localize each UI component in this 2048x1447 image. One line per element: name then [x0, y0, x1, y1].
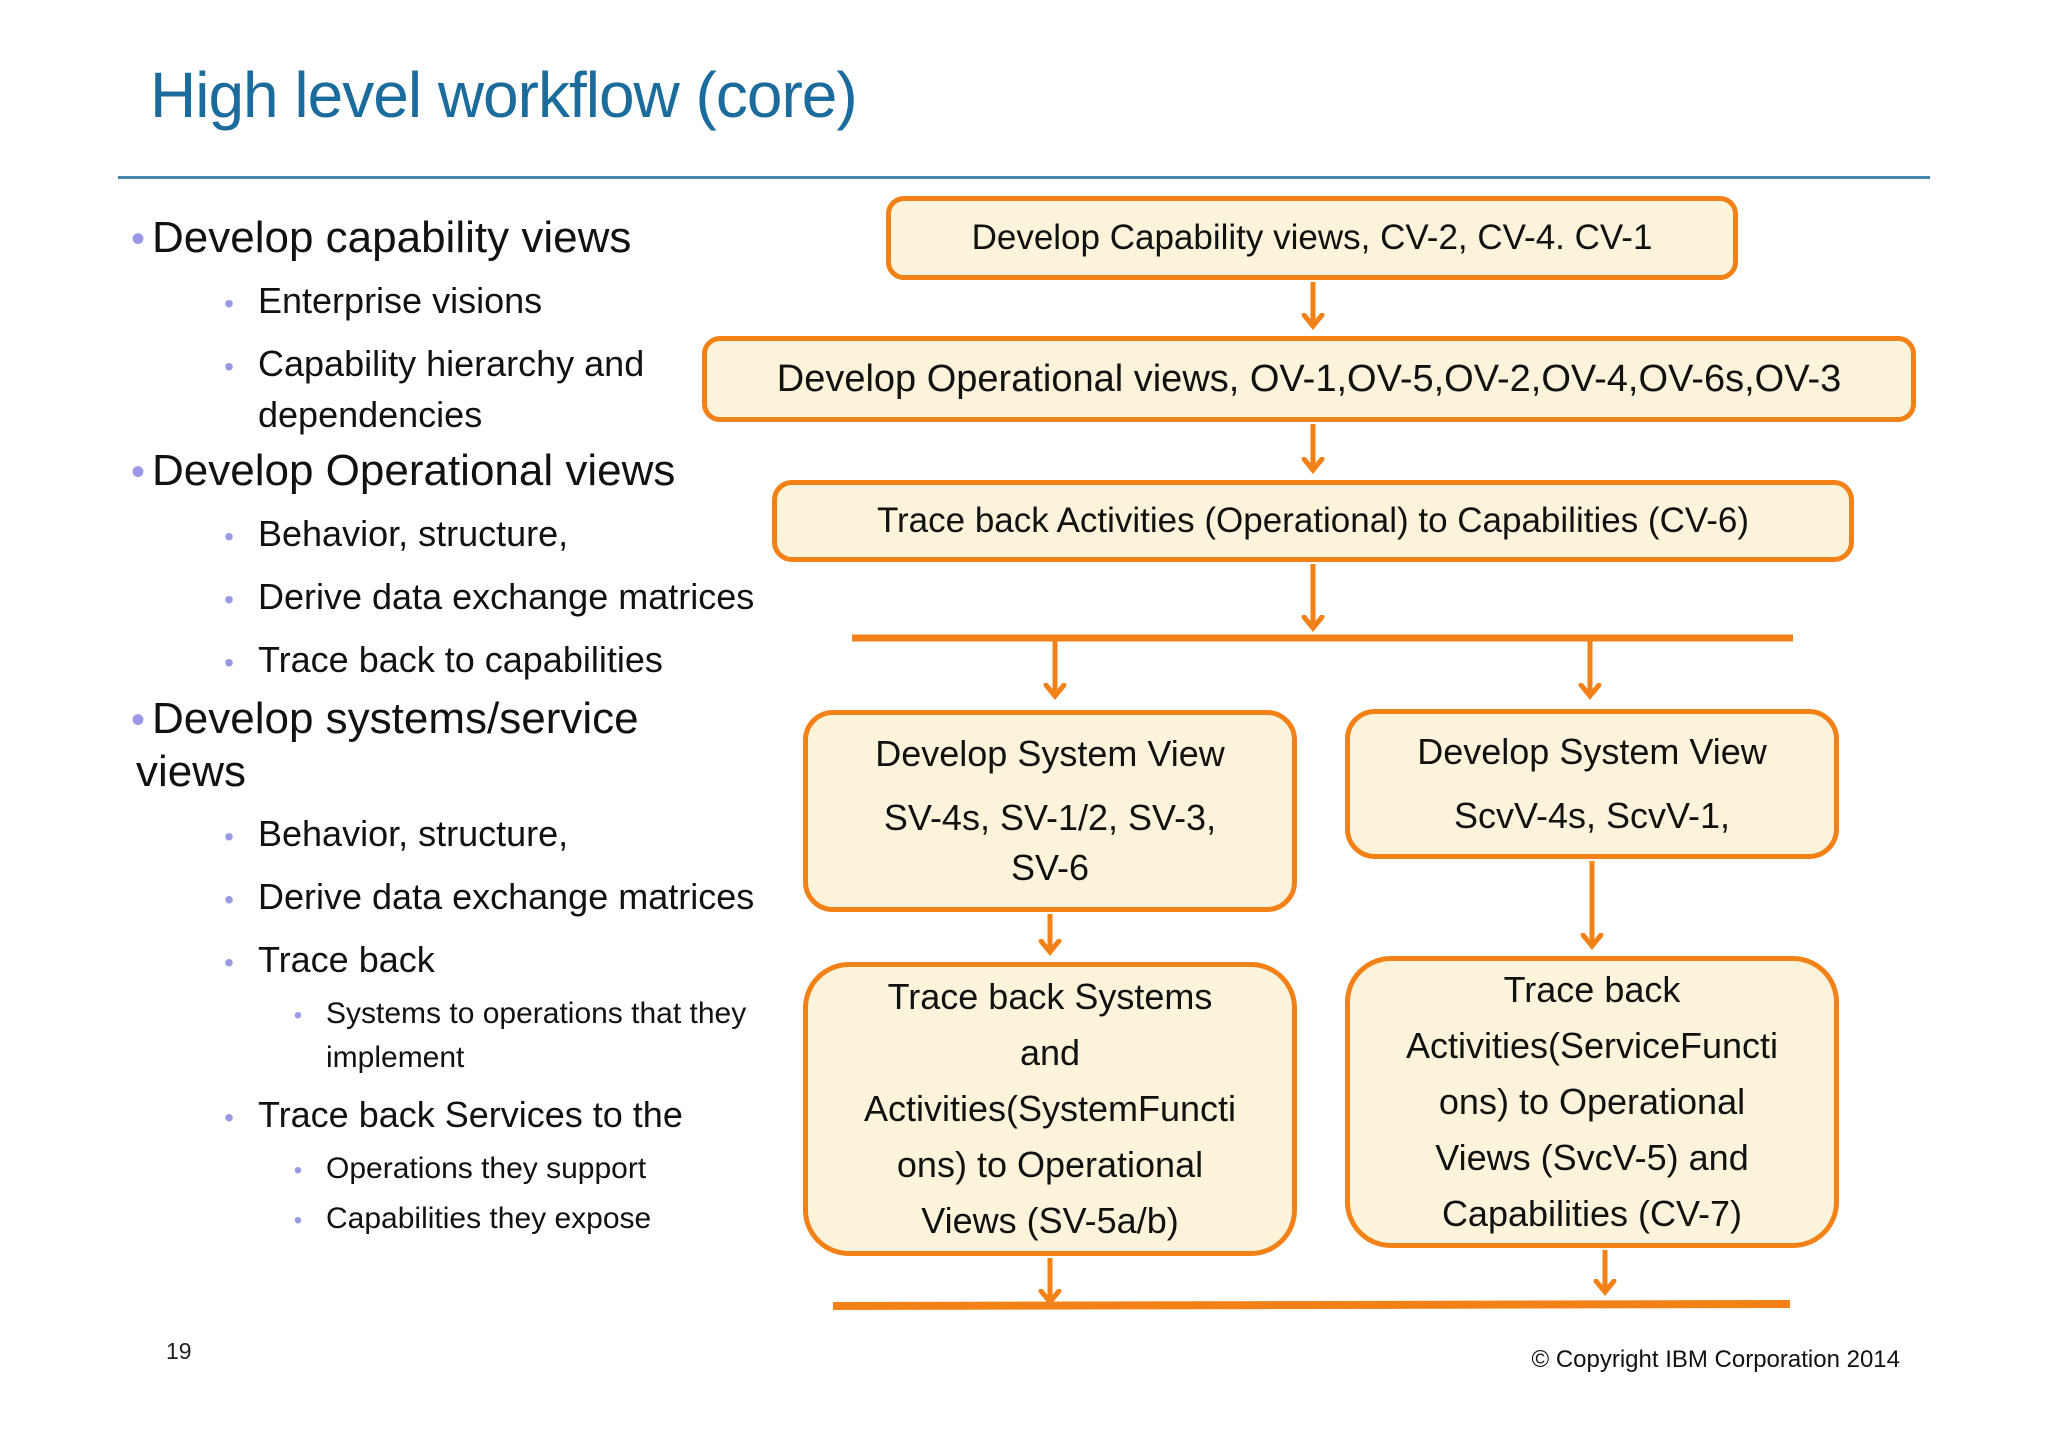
flow-box-text: Views (SV-5a/b) — [921, 1200, 1179, 1241]
outline-text: Behavior, structure, — [258, 513, 569, 554]
outline-text: Develop capability views — [152, 213, 632, 262]
outline-text: Derive data exchange matrices — [258, 576, 755, 617]
flow-box-text: SV-6 — [1010, 847, 1090, 888]
outline-item: • Behavior, structure, — [118, 510, 838, 561]
bullet-icon: • — [224, 647, 234, 678]
copyright-notice: © Copyright IBM Corporation 2014 — [1531, 1346, 1900, 1373]
flow-box-text: Activities(SystemFuncti — [863, 1088, 1237, 1129]
outline-text: Trace back Services to the — [258, 1094, 683, 1135]
outline-item: • Systems to operations that they — [118, 993, 838, 1037]
outline-text: Enterprise visions — [258, 280, 543, 321]
outline-text: Trace back to capabilities — [258, 639, 663, 680]
outline-text: implement — [326, 1041, 465, 1074]
outline-item-continuation: views — [118, 746, 838, 798]
outline-item: •Develop Operational views — [118, 445, 838, 498]
bullet-icon: • — [224, 584, 234, 615]
flow-box-text: ons) to Operational — [1438, 1081, 1746, 1122]
page-number: 19 — [166, 1338, 192, 1364]
title-divider — [118, 176, 1930, 179]
flow-box-text: Develop Capability views, CV-2, CV-4. CV… — [971, 218, 1653, 257]
flow-box-text: Trace back — [1503, 969, 1681, 1010]
outline-text: Derive data exchange matrices — [258, 876, 755, 917]
flow-box-develop-capability-views: Develop Capability views, CV-2, CV-4. CV… — [886, 196, 1738, 280]
outline-text: Capabilities they expose — [326, 1202, 652, 1235]
outline-item: •Develop systems/service — [118, 693, 838, 746]
flow-box-text: Capabilities (CV-7) — [1441, 1193, 1743, 1234]
outline-list: •Develop capability views •Enterprise vi… — [118, 206, 838, 1242]
bullet-icon: • — [293, 1157, 303, 1184]
flow-box-title: Develop System View — [875, 733, 1225, 774]
flow-box-text: and — [1019, 1032, 1081, 1073]
bullet-icon: • — [224, 521, 234, 552]
outline-item: • Capabilities they expose — [118, 1198, 838, 1242]
flow-box-text: Trace back Systems — [887, 976, 1213, 1017]
outline-item: • Trace back — [118, 936, 838, 987]
outline-item-continuation: implement — [118, 1037, 838, 1079]
flow-box-develop-system-view-scv: Develop System View ScvV-4s, ScvV-1, — [1345, 709, 1839, 859]
outline-item: • Enterprise visions — [118, 277, 838, 328]
outline-item: • Trace back Services to the — [118, 1091, 838, 1142]
bullet-icon: • — [224, 288, 234, 319]
outline-item: •Develop capability views — [118, 212, 838, 265]
flow-box-develop-system-view-sv: Develop System View SV-4s, SV-1/2, SV-3,… — [803, 710, 1297, 912]
bullet-icon: • — [224, 947, 234, 978]
outline-item: • Operations they support — [118, 1148, 838, 1192]
outline-text: views — [136, 747, 247, 796]
bullet-icon: • — [224, 884, 234, 915]
bullet-icon: • — [130, 450, 145, 494]
flow-box-text: Develop Operational views, OV-1,OV-5,OV-… — [776, 357, 1842, 400]
outline-item: • Derive data exchange matrices — [118, 873, 838, 924]
outline-text: Operations they support — [326, 1152, 647, 1185]
outline-text: Behavior, structure, — [258, 813, 569, 854]
flow-box-trace-back-cv6: Trace back Activities (Operational) to C… — [772, 480, 1854, 562]
flow-box-text: Views (SvcV-5) and — [1435, 1137, 1749, 1178]
bullet-icon: • — [293, 1002, 303, 1029]
outline-item: • Behavior, structure, — [118, 810, 838, 861]
outline-text: Trace back — [258, 939, 435, 980]
outline-item: • Capability hierarchy and — [118, 340, 838, 391]
outline-text: Systems to operations that they — [326, 997, 747, 1030]
outline-item: • Trace back to capabilities — [118, 636, 838, 687]
outline-item: • Derive data exchange matrices — [118, 573, 838, 624]
flow-box-text: Activities(ServiceFuncti — [1405, 1025, 1779, 1066]
outline-text: dependencies — [258, 394, 483, 435]
bullet-icon: • — [224, 821, 234, 852]
outline-text: Develop Operational views — [152, 446, 676, 495]
bullet-icon: • — [293, 1207, 303, 1234]
bullet-icon: • — [130, 698, 145, 742]
flow-box-text: ScvV-4s, ScvV-1, — [1453, 795, 1731, 836]
outline-text: Develop systems/service — [152, 694, 639, 743]
flow-box-text: Trace back Activities (Operational) to C… — [876, 501, 1750, 540]
flow-box-title: Develop System View — [1417, 731, 1767, 772]
flow-box-develop-operational-views: Develop Operational views, OV-1,OV-5,OV-… — [702, 336, 1916, 422]
flow-box-text: SV-4s, SV-1/2, SV-3, — [883, 797, 1217, 838]
bullet-icon: • — [224, 1102, 234, 1133]
outline-text: Capability hierarchy and — [258, 343, 645, 384]
flow-box-trace-back-svcv5: Trace back Activities(ServiceFuncti ons)… — [1345, 956, 1839, 1248]
bullet-icon: • — [224, 351, 234, 382]
fork-bar-bottom — [832, 1300, 1791, 1310]
flow-box-trace-back-sv5: Trace back Systems and Activities(System… — [803, 962, 1297, 1256]
bullet-icon: • — [130, 217, 145, 261]
outline-item-continuation: dependencies — [118, 391, 838, 439]
flow-box-text: ons) to Operational — [896, 1144, 1204, 1185]
page-title: High level workflow (core) — [150, 59, 858, 131]
